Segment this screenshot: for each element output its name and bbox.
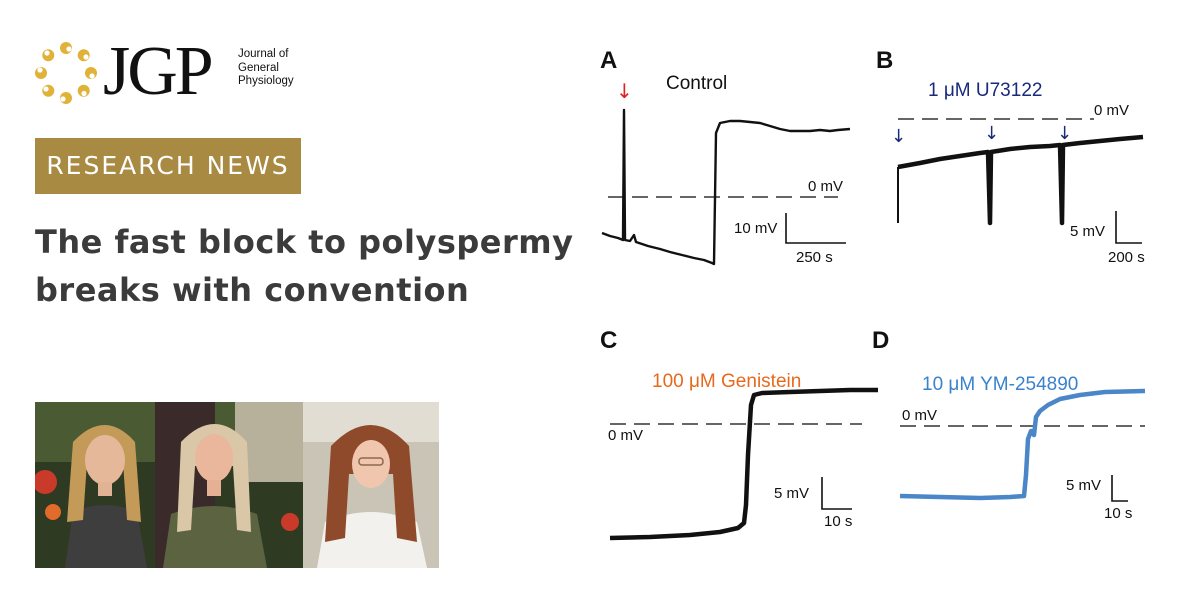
scale-y-label: 5 mV [1070, 223, 1105, 240]
journal-logo: JGP Journal of General Physiology [35, 33, 318, 116]
zero-mv-label: 0 mV [902, 407, 937, 424]
researchers-photo [35, 402, 439, 568]
person-3-photo [303, 402, 439, 568]
panel-letter: B [876, 47, 893, 74]
scale-bar [1111, 475, 1128, 502]
scale-bar [821, 477, 852, 510]
headline-line: The fast block to polyspermy [35, 223, 574, 261]
panel-b: B 1 μM U73122 0 mV ↓ ↓ ↓ 5 mV 200 s [876, 47, 1145, 266]
panel-letter: D [872, 327, 889, 354]
headline-line: breaks with convention [35, 271, 470, 309]
scale-bar [1115, 211, 1142, 244]
voltage-trace [897, 134, 1144, 226]
voltage-trace [899, 388, 1146, 501]
panel-letter: C [600, 327, 617, 354]
panel-letter: A [600, 47, 617, 74]
voltage-trace [609, 387, 878, 541]
sperm-addition-arrow-icon: ↓ [1057, 123, 1072, 144]
article-headline: The fast block to polyspermy breaks with… [35, 218, 595, 314]
condition-label: 100 μM Genistein [652, 371, 801, 392]
person-2 [163, 424, 267, 568]
voltage-trace [601, 108, 851, 266]
sperm-addition-arrow-icon: ↓ [616, 79, 633, 103]
jgp-ring-logo-icon [35, 42, 97, 104]
zero-mv-label: 0 mV [1094, 102, 1129, 119]
scale-y-label: 5 mV [774, 485, 809, 502]
condition-label: 1 μM U73122 [928, 80, 1042, 101]
person-1 [65, 425, 147, 568]
membrane-potential-figure: A Control ↓ 0 mV 10 mV 250 s B 1 μM U731… [590, 35, 1180, 575]
panel-a: A Control ↓ 0 mV 10 mV 250 s [600, 47, 851, 266]
panel-d: D 10 μM YM-254890 0 mV 5 mV 10 s [872, 327, 1146, 522]
scale-x-label: 250 s [796, 249, 833, 266]
journal-name: Journal of General Physiology [238, 48, 318, 89]
scale-y-label: 5 mV [1066, 477, 1101, 494]
scale-y-label: 10 mV [734, 220, 777, 237]
scale-x-label: 10 s [824, 513, 852, 530]
journal-abbrev: JGP [103, 33, 214, 110]
banner-label: RESEARCH NEWS [46, 151, 290, 180]
sperm-addition-arrow-icon: ↓ [891, 126, 906, 147]
sperm-addition-arrow-icon: ↓ [984, 123, 999, 144]
zero-mv-label: 0 mV [808, 178, 843, 195]
journal-name-line: Journal of [238, 48, 289, 60]
scale-x-label: 200 s [1108, 249, 1145, 266]
research-news-banner: RESEARCH NEWS [35, 138, 301, 194]
journal-name-line: General [238, 61, 279, 74]
scale-x-label: 10 s [1104, 505, 1132, 522]
zero-mv-label: 0 mV [608, 427, 643, 444]
condition-label: Control [666, 73, 727, 94]
journal-name-line: Physiology [238, 75, 294, 87]
panel-c: C 100 μM Genistein 0 mV 5 mV 10 s [600, 327, 878, 541]
condition-label: 10 μM YM-254890 [922, 374, 1078, 395]
scale-bar [785, 213, 846, 244]
